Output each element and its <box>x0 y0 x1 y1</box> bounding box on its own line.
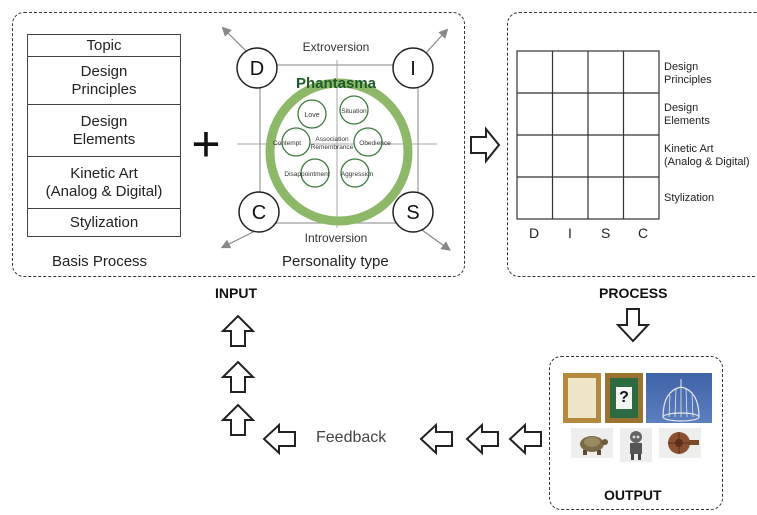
process-row-design-principles: Design Principles <box>664 61 712 86</box>
output-image-robot <box>620 428 652 462</box>
plus-sign: + <box>191 116 221 172</box>
output-image-turtle <box>571 428 613 458</box>
output-label: OUTPUT <box>604 487 662 503</box>
basis-process-table: Topic Design Principles Design Elements … <box>27 34 181 237</box>
process-label: PROCESS <box>599 285 668 301</box>
bubble-label-situation: Situation <box>341 108 367 115</box>
bubble-label-disappointment: Disappointment <box>284 171 329 178</box>
basis-process-caption: Basis Process <box>52 253 148 270</box>
basis-item-design-elements: Design Elements <box>28 105 180 157</box>
feedback-label: Feedback <box>316 429 387 446</box>
process-grid <box>516 50 660 220</box>
process-row-kinetic-art: Kinetic Art (Analog & Digital) <box>664 143 750 168</box>
corner-label-c: C <box>252 202 266 224</box>
arrow-left-icon-3 <box>419 422 453 456</box>
process-col-i: I <box>568 225 572 241</box>
output-image-wheel <box>659 428 701 458</box>
process-row-design-elements: Design Elements <box>664 102 710 127</box>
process-col-s: S <box>601 225 611 241</box>
bubble-label-love: Love <box>304 112 319 119</box>
input-label: INPUT <box>215 285 257 301</box>
arrow-left-icon-4 <box>262 422 296 456</box>
bubble-disappointment <box>300 158 330 188</box>
process-row-stylization: Stylization <box>664 192 715 204</box>
arrow-up-icon-2 <box>220 360 256 393</box>
bubble-label-obedience: Obedience <box>359 140 391 147</box>
corner-label-s: S <box>406 202 419 224</box>
bubble-love <box>297 99 327 129</box>
process-box <box>507 12 757 277</box>
output-image-frame-1 <box>563 373 601 423</box>
arrow-down-icon <box>615 308 651 343</box>
basis-item-topic: Topic <box>28 35 180 57</box>
phantasma-title: Phantasma <box>296 75 377 92</box>
output-image-frame-2: ? <box>605 373 643 423</box>
arrow-up-icon-3 <box>220 314 256 347</box>
arrow-up-icon-1 <box>220 403 256 436</box>
bubble-label-contempt: Contempt <box>273 140 301 147</box>
bubble-label-aggression: Aggression <box>341 171 374 178</box>
bubble-obedience <box>353 127 383 157</box>
arrow-right-icon <box>470 126 501 164</box>
arrow-c-diagonal <box>220 229 258 249</box>
arrow-left-icon-1 <box>508 422 542 456</box>
arrow-left-icon-2 <box>465 422 499 456</box>
bubble-situation <box>339 95 369 125</box>
arrow-s-diagonal <box>421 229 451 251</box>
bubble-aggression <box>340 158 370 188</box>
basis-item-stylization: Stylization <box>69 213 139 231</box>
process-col-c: C <box>638 225 649 241</box>
corner-circle-d <box>236 47 278 89</box>
extroversion-label: Extroversion <box>303 40 370 54</box>
corner-circle-c <box>238 191 280 233</box>
question-mark-icon: ? <box>616 387 632 409</box>
introversion-label: Introversion <box>305 231 368 245</box>
corner-label-d: D <box>250 58 264 80</box>
output-box <box>549 356 723 510</box>
input-box <box>12 12 465 277</box>
basis-item-kinetic-art: Kinetic Art (Analog & Digital) <box>28 157 180 209</box>
process-col-d: D <box>529 225 540 241</box>
corner-circle-i <box>392 47 434 89</box>
bubble-contempt <box>281 127 311 157</box>
phantasma-ring <box>265 78 413 226</box>
corner-circle-s <box>392 191 434 233</box>
corner-label-i: I <box>410 58 416 80</box>
output-image-birdcage <box>646 373 712 423</box>
personality-caption: Personality type <box>282 253 389 270</box>
basis-item-design-principles: Design Principles <box>28 57 180 105</box>
